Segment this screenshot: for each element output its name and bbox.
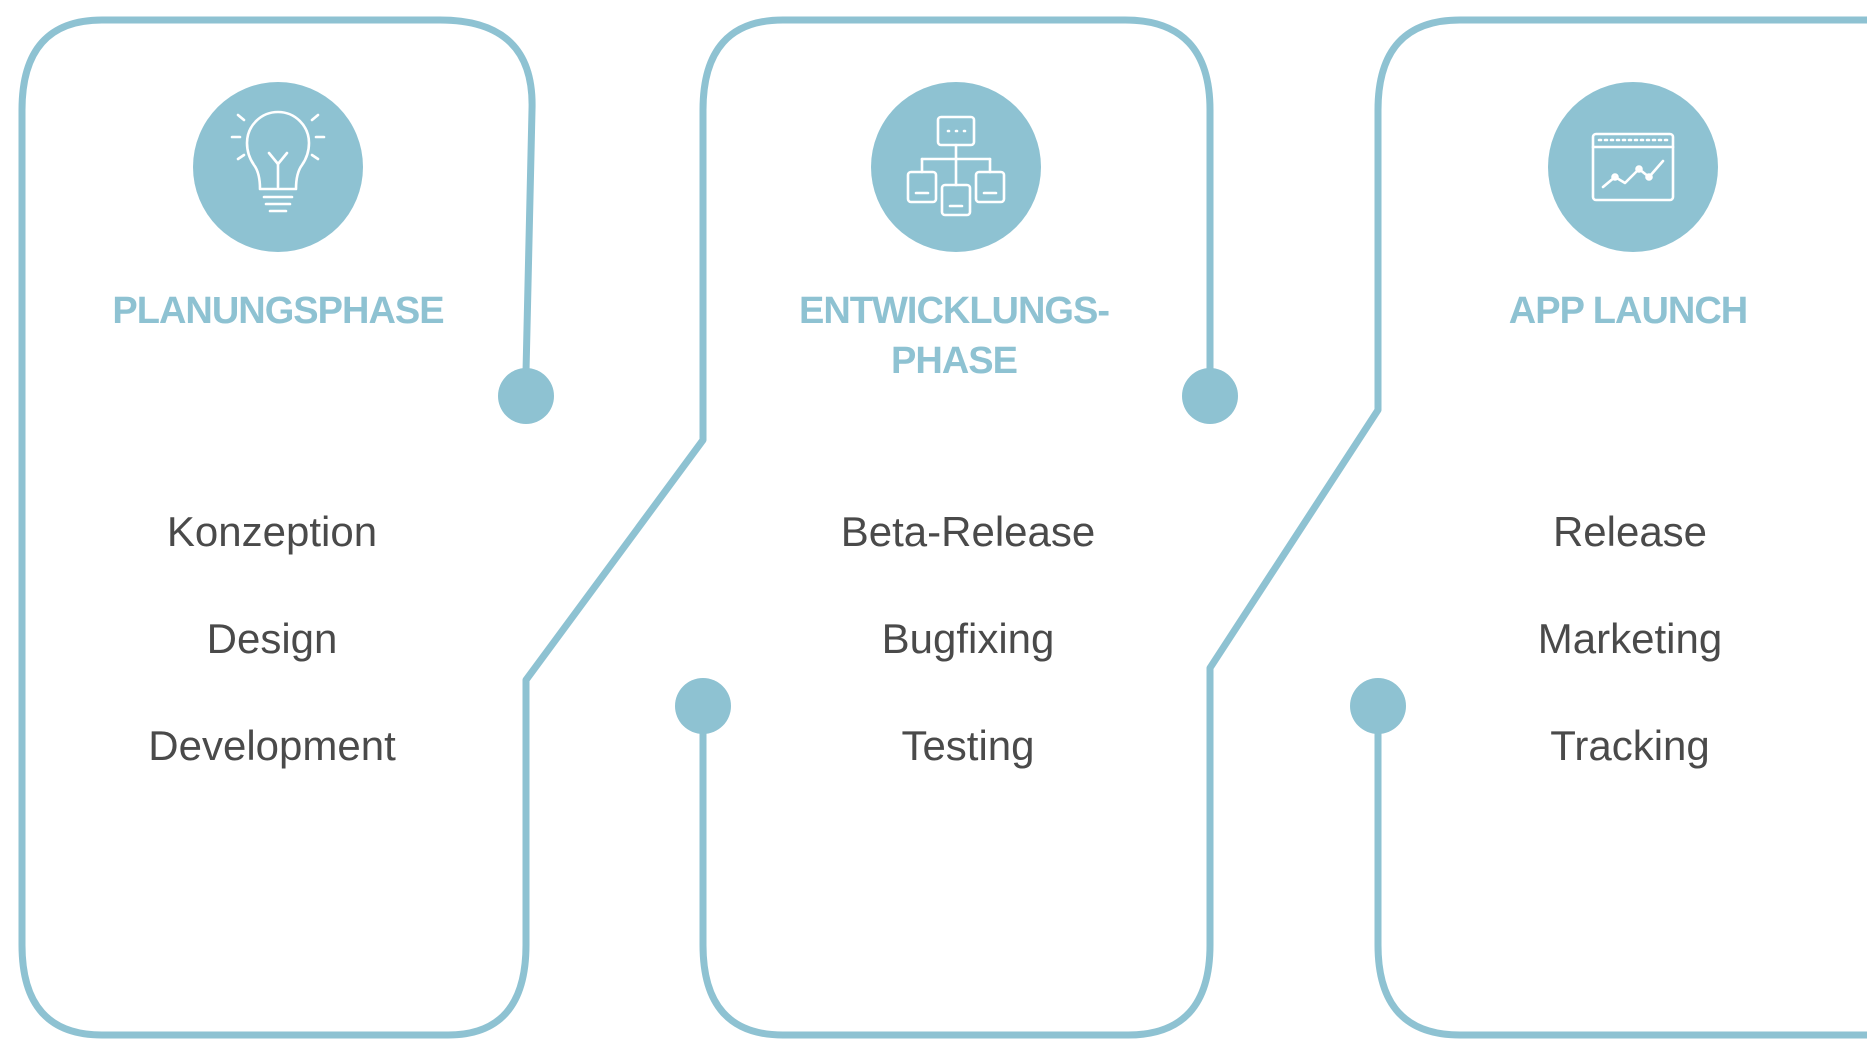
sitemap-icon — [906, 115, 1006, 217]
list-item: Testing — [901, 722, 1035, 769]
phase-2-title-line: PHASE — [891, 340, 1018, 382]
connector-node — [675, 678, 731, 734]
lightbulb-icon — [230, 110, 326, 213]
list-item: Marketing — [1537, 615, 1723, 662]
phase-3-title: APP LAUNCH — [1398, 286, 1858, 336]
list-item: Design — [206, 615, 338, 662]
phase-3-frame — [1374, 702, 1867, 1039]
phase-2-frame — [699, 16, 1867, 1039]
phase-1-items: Konzeption Design Development — [42, 478, 502, 799]
analytics-chart-icon — [1591, 132, 1675, 202]
list-item: Beta-Release — [840, 508, 1096, 555]
list-item: Bugfixing — [881, 615, 1055, 662]
phase-2-title-line: ENTWICKLUNGS- — [799, 290, 1110, 332]
connector-node — [1350, 678, 1406, 734]
phase-3-title-line: APP LAUNCH — [1508, 290, 1748, 332]
phase-2-title: ENTWICKLUNGS- PHASE — [724, 286, 1184, 386]
list-item: Release — [1552, 508, 1708, 555]
phase-1-title: PLANUNGSPHASE — [48, 286, 508, 336]
phase-3-icon-circle — [1548, 82, 1718, 252]
phase-2-items: Beta-Release Bugfixing Testing — [738, 478, 1198, 799]
list-item: Konzeption — [166, 508, 378, 555]
connector-node — [498, 368, 554, 424]
list-item: Tracking — [1550, 722, 1710, 769]
list-item: Development — [148, 722, 396, 769]
phase-1-title-line: PLANUNGSPHASE — [112, 290, 444, 332]
connector-node — [1182, 368, 1238, 424]
phase-3-items: Release Marketing Tracking — [1400, 478, 1860, 799]
phase-1-frame — [18, 16, 1214, 1039]
